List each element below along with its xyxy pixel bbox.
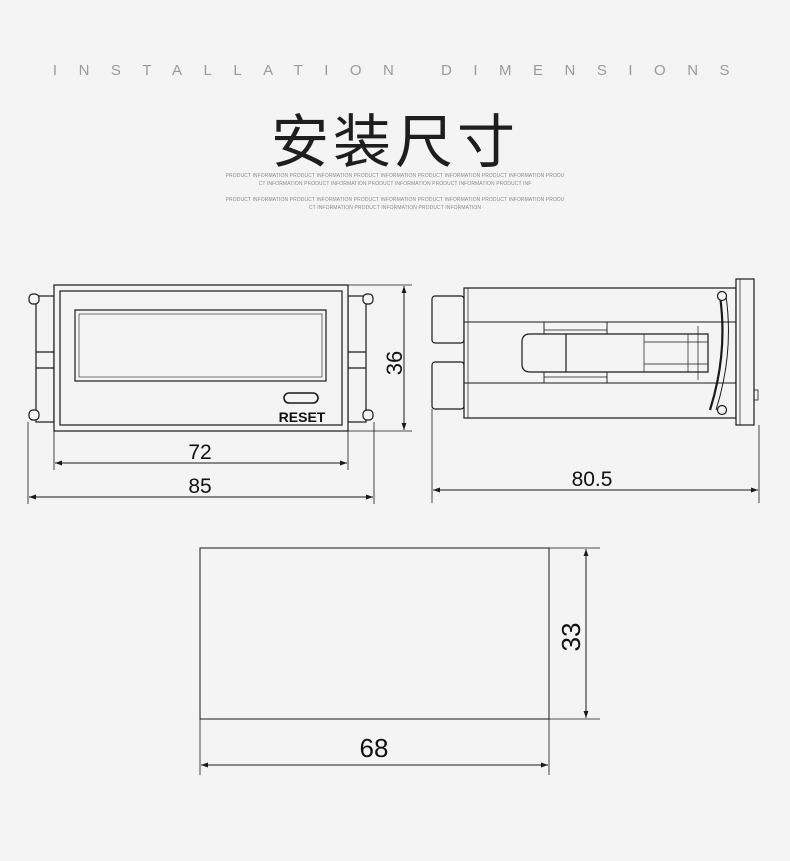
panel-cutout: [199, 547, 600, 775]
heading-chinese: 安装尺寸: [270, 108, 519, 176]
cutout-rectangle: [199, 547, 550, 720]
front-view: [27, 284, 412, 504]
fine-print-line-1: PRODUCT INFORMATION PRODUCT INFORMATION …: [225, 173, 565, 187]
reset-button-label: RESET: [279, 409, 326, 425]
heading-english: INSTALLATION DIMENSIONS: [52, 62, 752, 79]
fine-print-line-2: PRODUCT INFORMATION PRODUCT INFORMATION …: [225, 197, 565, 211]
rear-connector-bottom: [431, 361, 465, 410]
front-right-clip: [347, 293, 374, 423]
dim-label-front-inner-width: 72: [188, 441, 211, 464]
dim-label-front-height: 36: [382, 351, 407, 375]
front-bezel: [53, 284, 349, 432]
side-view: [431, 278, 760, 503]
reset-button-outline: [283, 392, 319, 404]
front-left-clip: [28, 293, 55, 423]
dim-label-cutout-height: 33: [556, 623, 586, 652]
dim-label-front-outer-width: 85: [188, 475, 211, 498]
side-bezel: [735, 278, 755, 426]
display-window: [74, 309, 327, 382]
mounting-clip: [521, 333, 709, 373]
dim-label-side-depth: 80.5: [572, 468, 613, 491]
spring-bow: [708, 295, 724, 411]
dim-label-cutout-width: 68: [360, 733, 389, 763]
rear-connector-top: [431, 295, 465, 344]
